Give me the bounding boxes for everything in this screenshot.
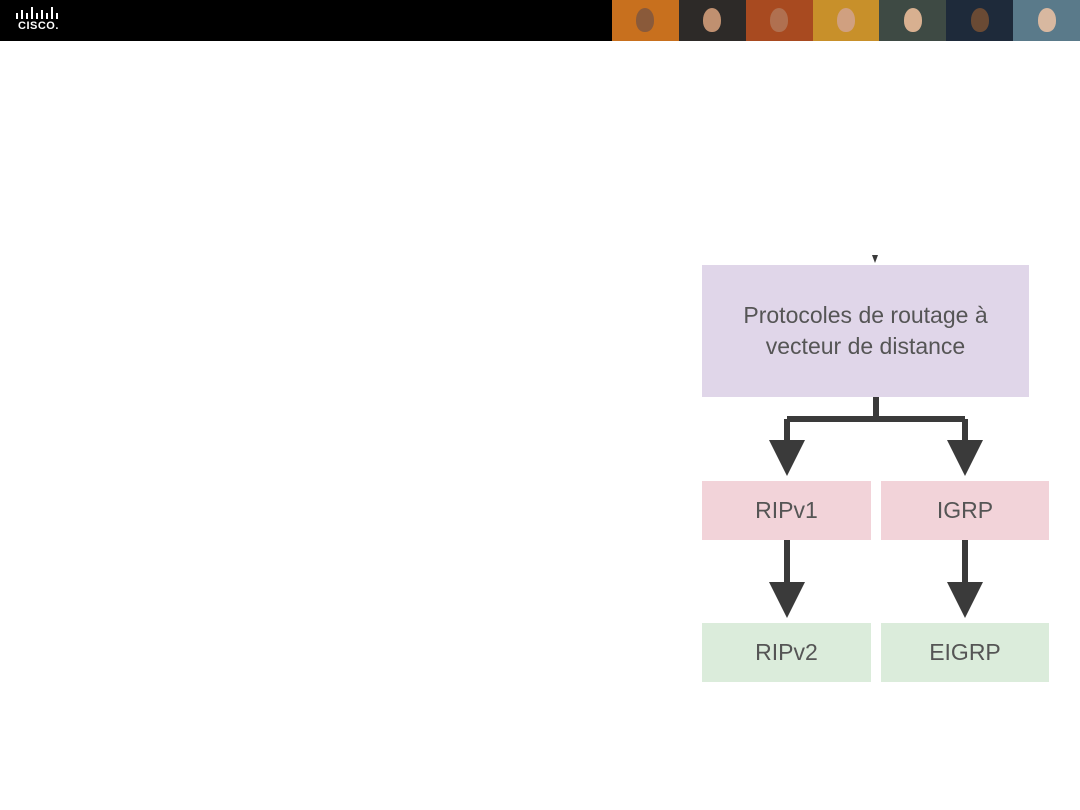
header-bar: CISCO.: [0, 0, 1080, 41]
header-photo: [946, 0, 1014, 41]
eigrp-node-label: EIGRP: [929, 639, 1001, 665]
portrait-icon: [703, 8, 722, 32]
igrp-node: IGRP: [881, 481, 1049, 540]
ripv1-node-label: RIPv1: [755, 497, 818, 523]
portrait-icon: [636, 8, 655, 32]
ripv2-node: RIPv2: [702, 623, 871, 682]
header-photo: [678, 0, 746, 41]
root-node: Protocoles de routage à vecteur de dista…: [702, 265, 1029, 397]
portrait-icon: [903, 8, 922, 32]
logo-text: CISCO.: [18, 20, 59, 32]
igrp-node-label: IGRP: [936, 497, 994, 523]
root-node-label: Protocoles de routage à vecteur de dista…: [743, 302, 988, 359]
portrait-icon: [1037, 8, 1056, 32]
header-photo: [745, 0, 813, 41]
header-photo: [879, 0, 947, 41]
eigrp-node: EIGRP: [881, 623, 1049, 682]
portrait-icon: [970, 8, 989, 32]
photo-strip: [612, 0, 1080, 41]
ripv1-node: RIPv1: [702, 481, 871, 540]
ripv2-node-label: RIPv2: [755, 639, 818, 665]
cisco-logo-icon: [16, 7, 58, 19]
header-photo: [1013, 0, 1080, 41]
portrait-icon: [770, 8, 789, 32]
header-photo: [612, 0, 679, 41]
header-photo: [812, 0, 880, 41]
incoming-arrow-tip: [872, 255, 878, 263]
portrait-icon: [837, 8, 855, 32]
